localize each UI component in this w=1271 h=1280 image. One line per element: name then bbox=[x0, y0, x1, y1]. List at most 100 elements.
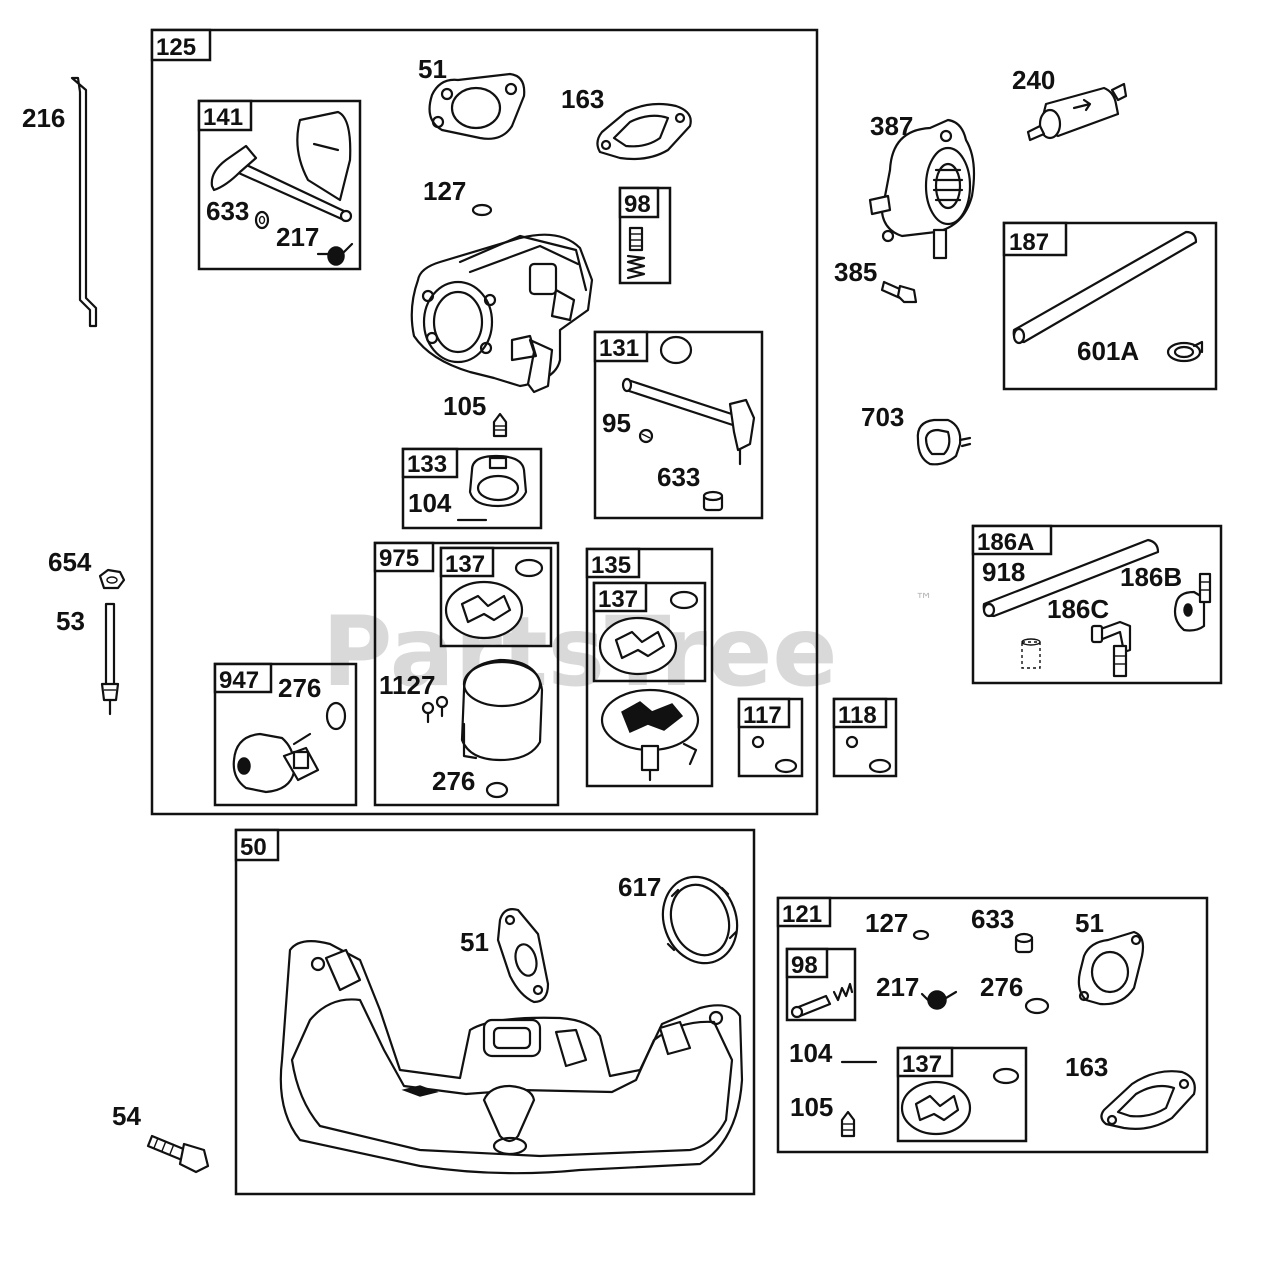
seal-617-part[interactable] bbox=[651, 866, 749, 973]
label-276-a[interactable]: 276 bbox=[278, 673, 321, 703]
label-1127[interactable]: 1127 bbox=[379, 670, 435, 700]
gasket-137-b-part[interactable] bbox=[598, 590, 699, 676]
label-918[interactable]: 918 bbox=[982, 557, 1025, 587]
stud-53-part[interactable] bbox=[100, 602, 120, 716]
label-105-a[interactable]: 105 bbox=[443, 391, 486, 421]
group-137-c-label[interactable]: 137 bbox=[902, 1051, 942, 1078]
group-50-label[interactable]: 50 bbox=[240, 834, 267, 861]
label-127-a[interactable]: 127 bbox=[423, 176, 466, 206]
label-51-a[interactable]: 51 bbox=[418, 54, 447, 84]
group-141-label[interactable]: 141 bbox=[203, 104, 243, 131]
oring-276-b-part[interactable] bbox=[485, 781, 509, 799]
oring-276-c-part[interactable] bbox=[1024, 997, 1050, 1015]
screws-1127-part[interactable] bbox=[421, 695, 449, 724]
group-137-a-label[interactable]: 137 bbox=[445, 551, 485, 578]
label-654[interactable]: 654 bbox=[48, 547, 92, 577]
link-216-part[interactable] bbox=[70, 76, 98, 328]
clip-703-part[interactable] bbox=[916, 418, 972, 466]
bolt-54-part[interactable] bbox=[146, 1134, 210, 1174]
gasket-51-part[interactable] bbox=[428, 72, 526, 140]
oring-127-part[interactable] bbox=[471, 203, 493, 217]
label-633-b[interactable]: 633 bbox=[657, 462, 700, 492]
needle-105-b-part[interactable] bbox=[840, 1110, 856, 1138]
spring-217-b-part[interactable] bbox=[920, 990, 958, 1010]
carburetor-body-part[interactable] bbox=[410, 233, 594, 394]
fuel-line-918-part[interactable] bbox=[982, 538, 1160, 618]
label-104-b[interactable]: 104 bbox=[789, 1038, 833, 1068]
idle-screw-98-part[interactable] bbox=[626, 226, 646, 280]
group-947-label[interactable]: 947 bbox=[219, 667, 259, 694]
jet-118-part[interactable] bbox=[845, 735, 892, 774]
needle-105-part[interactable] bbox=[492, 412, 508, 438]
gasket-51-c-part[interactable] bbox=[1077, 930, 1145, 1006]
label-105-b[interactable]: 105 bbox=[790, 1092, 833, 1122]
label-53[interactable]: 53 bbox=[56, 606, 85, 636]
float-133-part[interactable] bbox=[468, 454, 528, 508]
label-95[interactable]: 95 bbox=[602, 408, 631, 438]
clamp-601A-part[interactable] bbox=[1166, 340, 1204, 363]
group-98-label[interactable]: 98 bbox=[624, 191, 651, 218]
bushing-633-part[interactable] bbox=[702, 490, 724, 512]
screw-385-part[interactable] bbox=[880, 280, 918, 304]
label-276-c[interactable]: 276 bbox=[980, 972, 1023, 1002]
label-276-b[interactable]: 276 bbox=[432, 766, 475, 796]
label-51-b[interactable]: 51 bbox=[460, 927, 489, 957]
gasket-163-part[interactable] bbox=[596, 102, 692, 161]
throttle-shaft-part[interactable] bbox=[210, 110, 353, 223]
label-217-a[interactable]: 217 bbox=[276, 222, 319, 252]
oring-276-a-part[interactable] bbox=[325, 701, 347, 731]
label-104-a[interactable]: 104 bbox=[408, 488, 452, 518]
solenoid-947-part[interactable] bbox=[232, 732, 320, 794]
group-186A-label[interactable]: 186A bbox=[977, 529, 1034, 556]
label-163-b[interactable]: 163 bbox=[1065, 1052, 1108, 1082]
group-133-label[interactable]: 133 bbox=[407, 451, 447, 478]
float-bowl-part[interactable] bbox=[460, 658, 544, 762]
label-54[interactable]: 54 bbox=[112, 1101, 141, 1131]
fuel-line-187-part[interactable] bbox=[1012, 230, 1198, 345]
oring-127-b-part[interactable] bbox=[912, 929, 930, 941]
label-385[interactable]: 385 bbox=[834, 257, 877, 287]
jet-117-part[interactable] bbox=[751, 735, 798, 774]
bowl-adapter-part[interactable] bbox=[600, 688, 700, 782]
spring-217-part[interactable] bbox=[316, 242, 354, 266]
label-240[interactable]: 240 bbox=[1012, 65, 1055, 95]
group-98-b-label[interactable]: 98 bbox=[791, 952, 818, 979]
gasket-51-b-part[interactable] bbox=[496, 908, 550, 1004]
label-633-c[interactable]: 633 bbox=[971, 904, 1014, 934]
screw-95-part[interactable] bbox=[638, 428, 654, 444]
group-125-label[interactable]: 125 bbox=[156, 34, 196, 61]
group-117-label[interactable]: 117 bbox=[743, 702, 782, 729]
fuel-filter-240-part[interactable] bbox=[1026, 82, 1128, 142]
gasket-137-a-part[interactable] bbox=[444, 558, 544, 640]
group-187-label[interactable]: 187 bbox=[1009, 229, 1049, 256]
label-217-b[interactable]: 217 bbox=[876, 972, 919, 1002]
valve-186B-part[interactable] bbox=[1173, 572, 1212, 632]
label-51-c[interactable]: 51 bbox=[1075, 908, 1104, 938]
label-703[interactable]: 703 bbox=[861, 402, 904, 432]
group-137-b-label[interactable]: 137 bbox=[598, 586, 638, 613]
bushing-633-c-part[interactable] bbox=[1014, 932, 1034, 954]
label-127-b[interactable]: 127 bbox=[865, 908, 908, 938]
label-186B[interactable]: 186B bbox=[1120, 562, 1182, 592]
gasket-163-b-part[interactable] bbox=[1100, 1070, 1196, 1130]
washer-633-part[interactable] bbox=[254, 210, 270, 230]
label-633-a[interactable]: 633 bbox=[206, 196, 249, 226]
group-131-label[interactable]: 131 bbox=[599, 335, 639, 362]
grommet-part[interactable] bbox=[1021, 638, 1041, 669]
label-163-a[interactable]: 163 bbox=[561, 84, 604, 114]
label-601A[interactable]: 601A bbox=[1077, 336, 1139, 366]
gasket-137-c-part[interactable] bbox=[900, 1067, 1020, 1136]
intake-manifold-50-part[interactable] bbox=[279, 939, 744, 1175]
choke-shaft-131-part[interactable] bbox=[621, 335, 756, 466]
group-118-label[interactable]: 118 bbox=[838, 702, 877, 729]
group-121-label[interactable]: 121 bbox=[782, 901, 822, 928]
fuel-pump-387-part[interactable] bbox=[868, 118, 976, 260]
nut-654-part[interactable] bbox=[98, 568, 126, 590]
group-135-label[interactable]: 135 bbox=[591, 552, 631, 579]
label-617[interactable]: 617 bbox=[618, 872, 661, 902]
idle-screw-98-b-part[interactable] bbox=[790, 982, 854, 1019]
group-975-label[interactable]: 975 bbox=[379, 545, 419, 572]
elbow-186C-part[interactable] bbox=[1090, 620, 1132, 678]
label-216[interactable]: 216 bbox=[22, 103, 65, 133]
label-186C[interactable]: 186C bbox=[1047, 594, 1109, 624]
